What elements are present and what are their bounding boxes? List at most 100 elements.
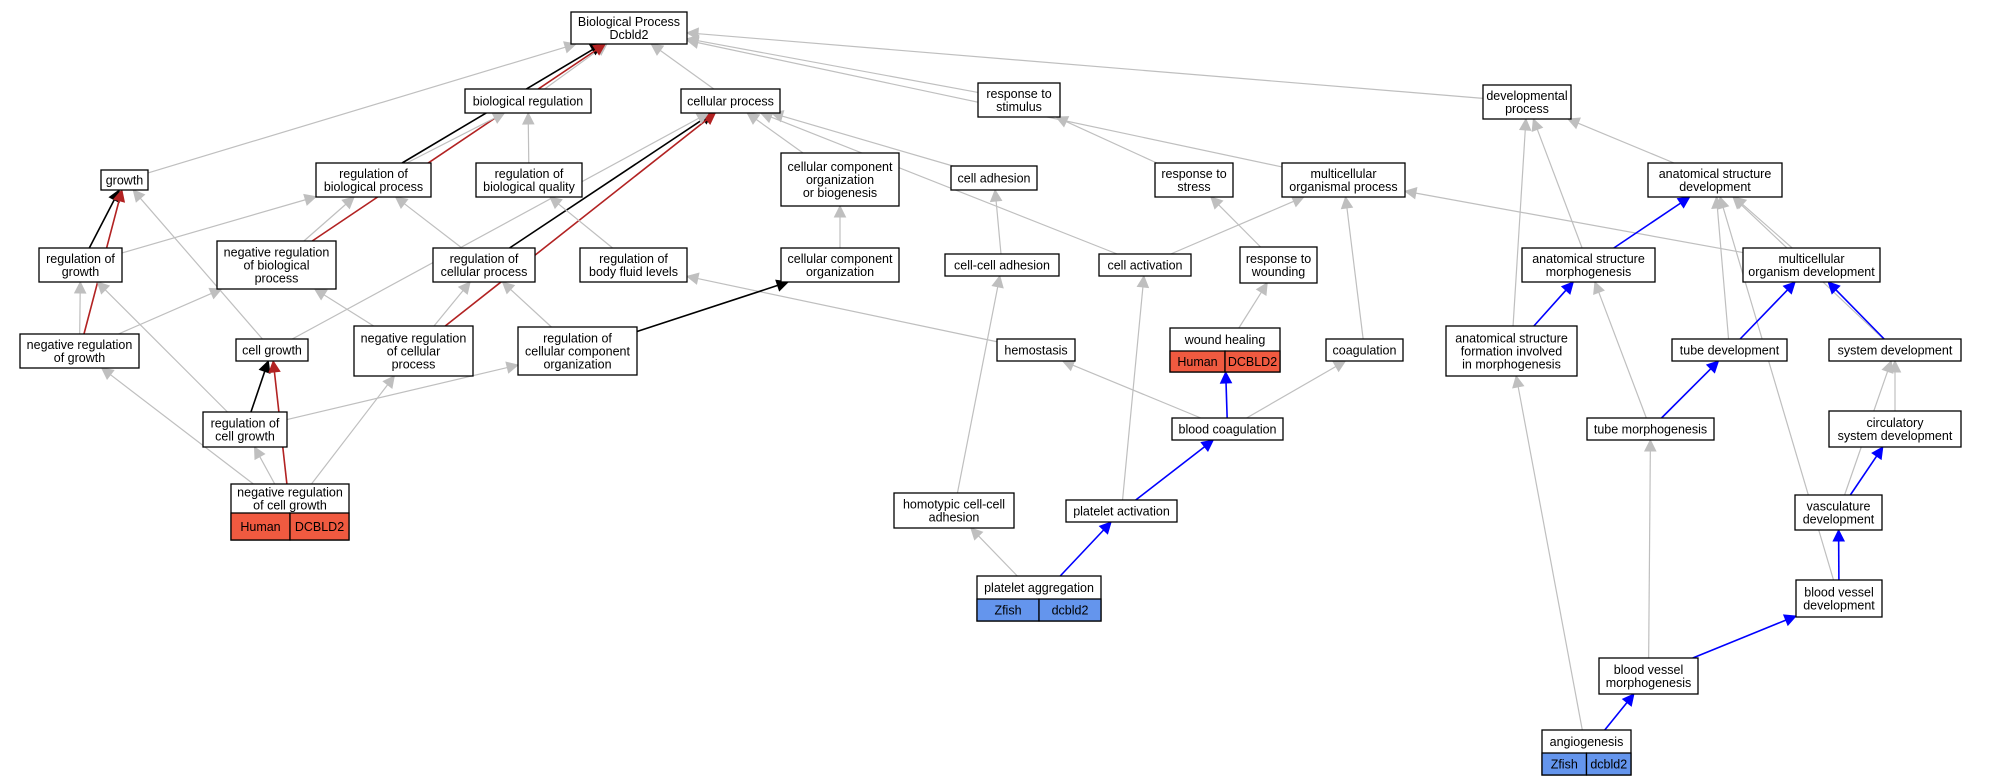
edge-line bbox=[1238, 291, 1262, 329]
edge-line bbox=[697, 33, 1484, 99]
term-node-label: process bbox=[1505, 102, 1549, 116]
edge-tm-to-asm bbox=[1593, 280, 1647, 419]
edge-line bbox=[311, 49, 597, 242]
term-node-bc[interactable]: blood coagulation bbox=[1171, 417, 1284, 441]
edge-hemo-to-rbfl bbox=[685, 272, 998, 343]
edge-line bbox=[1613, 202, 1682, 249]
term-node-breg[interactable]: biological regulation bbox=[464, 88, 592, 114]
term-node-hemo[interactable]: hemostasis bbox=[996, 338, 1076, 362]
term-node-box bbox=[100, 169, 149, 191]
edge-line bbox=[1849, 455, 1878, 496]
term-node-label: cell growth bbox=[242, 344, 302, 358]
edge-arrowhead bbox=[1332, 360, 1347, 373]
term-node-label: developmental bbox=[1486, 89, 1567, 103]
edge-line bbox=[406, 117, 496, 164]
term-node-label: platelet aggregation bbox=[984, 581, 1094, 595]
term-node-cact[interactable]: cell activation bbox=[1098, 253, 1192, 277]
term-node-label: tube development bbox=[1680, 344, 1780, 358]
edge-arrowhead bbox=[1200, 439, 1215, 453]
edge-arrowhead bbox=[1531, 117, 1544, 132]
term-node-label: multicellular bbox=[1779, 252, 1845, 266]
term-node-tm[interactable]: tube morphogenesis bbox=[1586, 417, 1715, 441]
term-node-growth[interactable]: growth bbox=[100, 169, 149, 191]
term-node-coag[interactable]: coagulation bbox=[1325, 338, 1404, 362]
term-node-td[interactable]: tube development bbox=[1671, 338, 1788, 362]
term-node-box bbox=[1065, 499, 1178, 523]
term-node-box bbox=[996, 338, 1076, 362]
edge-arrowhead bbox=[1055, 116, 1070, 128]
term-node-ccadh[interactable]: cell-cell adhesion bbox=[944, 253, 1060, 277]
term-node-label: stimulus bbox=[996, 100, 1042, 114]
edge-arrowhead bbox=[96, 281, 111, 295]
term-node-cadh[interactable]: cell adhesion bbox=[950, 165, 1038, 191]
term-node-label: blood vessel bbox=[1614, 663, 1684, 677]
term-node-label: cellular component bbox=[788, 252, 893, 266]
edge-arrowhead bbox=[1210, 196, 1224, 210]
term-node-pact[interactable]: platelet activation bbox=[1065, 499, 1178, 523]
term-node-box bbox=[1154, 162, 1234, 198]
term-node-sd[interactable]: system development bbox=[1828, 338, 1962, 362]
edge-line bbox=[1065, 121, 1158, 164]
edge-pact-to-bc bbox=[1135, 439, 1215, 501]
edge-line bbox=[510, 289, 552, 328]
term-node-label: circulatory bbox=[1867, 416, 1925, 430]
term-node-cp[interactable]: cellular process bbox=[680, 88, 781, 114]
edge-asf-to-asm bbox=[1533, 281, 1575, 327]
edge-mod-to-asd bbox=[1733, 196, 1793, 249]
edge-arrowhead bbox=[208, 287, 223, 300]
edge-line bbox=[995, 200, 1002, 255]
edge-arrowhead bbox=[685, 27, 699, 41]
edge-rcg-to-rog bbox=[96, 281, 228, 413]
term-node-cg[interactable]: cell growth bbox=[235, 338, 309, 362]
edge-arrowhead bbox=[1340, 195, 1354, 210]
edge-line bbox=[1121, 286, 1144, 501]
term-node-box bbox=[1098, 253, 1192, 277]
term-node-label: development bbox=[1803, 599, 1875, 613]
term-node-label: negative regulation bbox=[361, 332, 467, 346]
edge-nrcp-to-nrbp bbox=[313, 288, 374, 327]
edge-line bbox=[1739, 289, 1789, 340]
term-node-label: response to bbox=[1246, 252, 1311, 266]
term-node-box bbox=[977, 82, 1061, 118]
edge-arrowhead bbox=[685, 272, 700, 285]
edge-arrowhead bbox=[1255, 282, 1268, 297]
edge-arrowhead bbox=[1832, 528, 1846, 542]
edge-ang-to-bvm bbox=[1604, 693, 1635, 731]
gene-cell bbox=[1585, 752, 1632, 776]
term-node-label: anatomical structure bbox=[1659, 167, 1772, 181]
edge-vd-to-csd bbox=[1849, 446, 1884, 496]
edge-nrcg-to-nrog bbox=[100, 367, 254, 485]
